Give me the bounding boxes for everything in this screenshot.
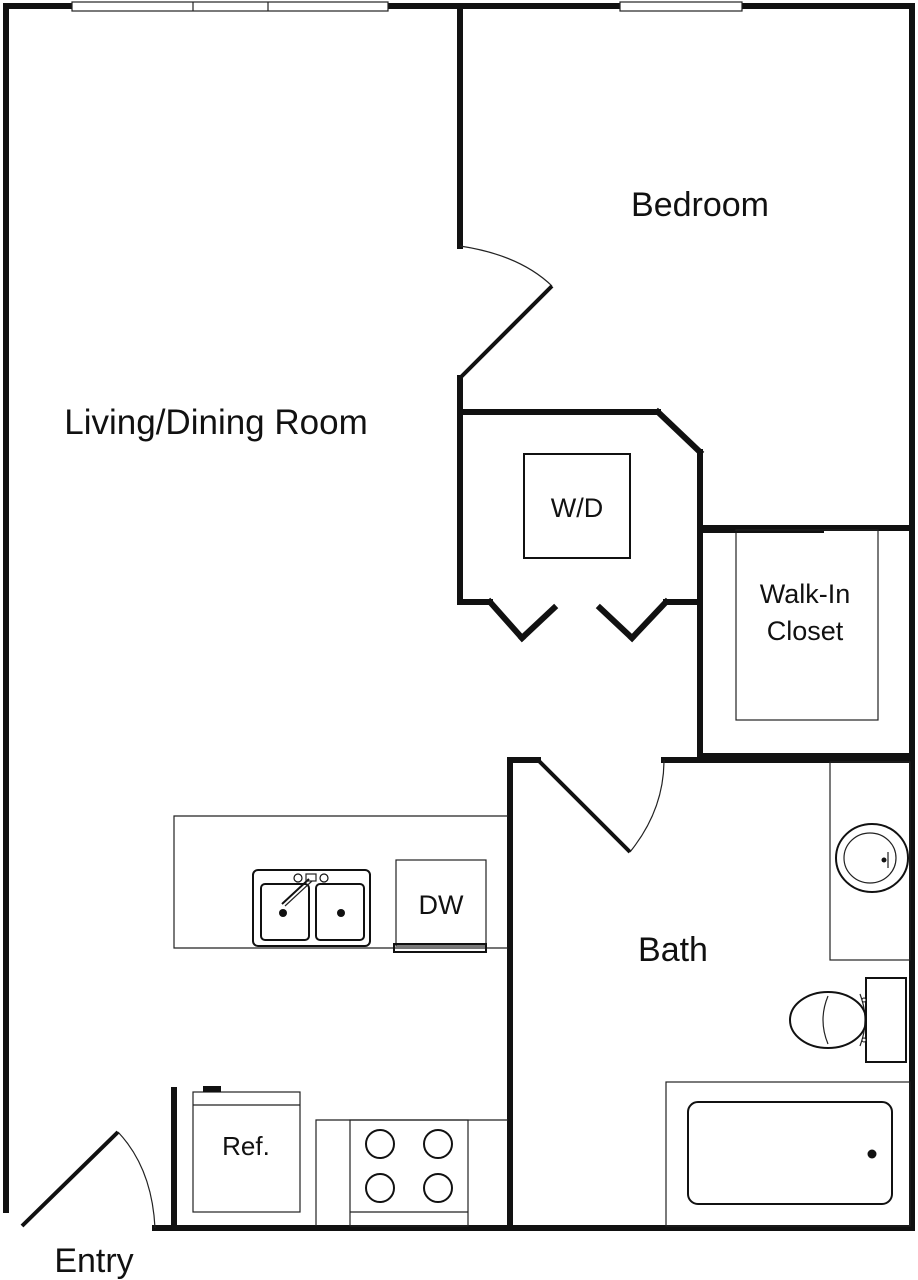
walk-in-closet — [697, 525, 915, 759]
walk-in-closet-label-line1: Walk-In — [760, 579, 851, 609]
bath-vanity — [829, 761, 911, 961]
refrigerator-label: Ref. — [222, 1131, 270, 1161]
washer-dryer-closet — [457, 409, 703, 643]
range-counter — [315, 1119, 508, 1227]
refrigerator — [192, 1086, 301, 1213]
bath-label: Bath — [638, 931, 708, 969]
bath-walls — [507, 757, 915, 1231]
window-living — [71, 1, 389, 12]
walk-in-closet-label-line2: Closet — [767, 616, 844, 646]
entry-door — [20, 1130, 156, 1229]
entry-label: Entry — [54, 1242, 133, 1280]
dishwasher — [393, 859, 487, 953]
dishwasher-label: DW — [419, 890, 464, 920]
kitchen-sink — [252, 869, 371, 947]
bedroom-partition — [457, 3, 915, 531]
washer-dryer-label: W/D — [551, 493, 603, 523]
bedroom-door — [458, 245, 554, 380]
toilet — [789, 977, 907, 1063]
bathtub — [665, 1081, 911, 1227]
bath-door — [536, 758, 665, 854]
living-dining-label: Living/Dining Room — [64, 403, 367, 442]
window-bedroom — [619, 1, 743, 12]
kitchen-counter — [173, 815, 508, 949]
bedroom-label: Bedroom — [631, 186, 769, 224]
